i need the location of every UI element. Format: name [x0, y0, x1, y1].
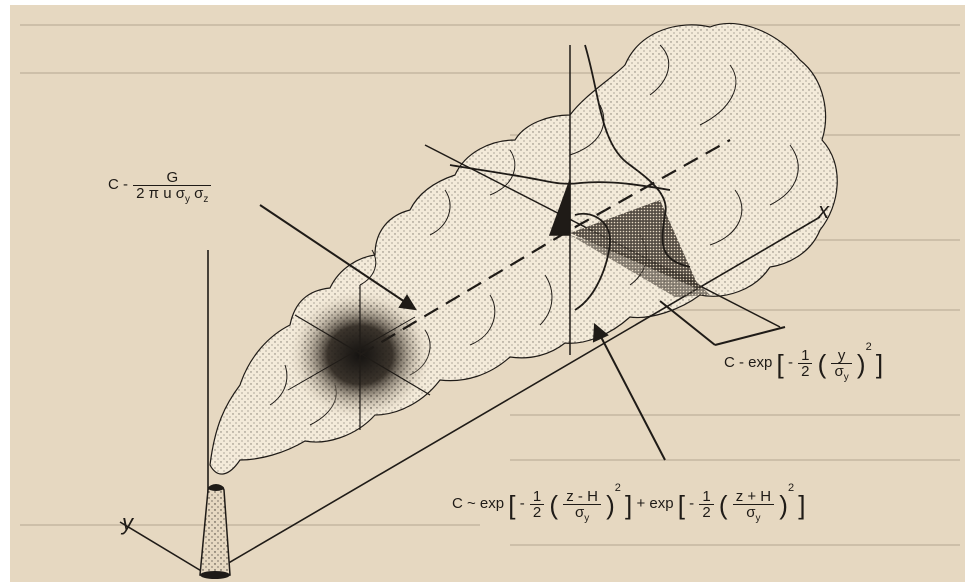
lateral-open-bracket: [: [776, 348, 784, 379]
vertical-paren-open-2: (: [718, 489, 728, 520]
centerline-sigma: σ: [194, 185, 204, 202]
lateral-paren-open: (: [817, 348, 827, 379]
centerline-fraction: G 2 π u σy σz: [133, 170, 212, 205]
smokestack: [199, 484, 231, 579]
vertical-close-bracket-2: ]: [798, 489, 806, 520]
vertical-ratio-1-num: z - H: [563, 489, 601, 505]
y-axis-label: y: [122, 510, 133, 535]
gaussian-curves: [449, 44, 691, 311]
vertical-half-2: 1 2: [699, 489, 714, 521]
lateral-half-den: 2: [801, 363, 810, 380]
vertical-half-1-den: 2: [532, 504, 542, 521]
vertical-power-1: 2: [614, 482, 621, 494]
vertical-power-2: 2: [787, 482, 795, 494]
vertical-ratio-1: z - H σy: [563, 489, 601, 524]
vertical-ratio-2-den: σy: [733, 504, 774, 524]
lateral-lhs: C - exp: [724, 354, 773, 372]
vertical-ratio-1-sigma: σ: [574, 504, 585, 521]
vertical-plus: + exp: [636, 495, 674, 513]
centerline-lhs: C -: [108, 176, 128, 194]
x-axis-label: x: [818, 198, 829, 223]
vertical-paren-close-2: ): [779, 489, 788, 520]
paper-background: x y C - G 2 π u σy σz C - exp [ - 1 2 (: [10, 5, 965, 582]
vertical-paren-close-1: ): [606, 489, 615, 520]
centerline-sub-z: z: [203, 194, 209, 205]
vertical-half-1: 1 2: [529, 489, 545, 521]
vertical-half-2-den: 2: [702, 504, 711, 521]
vertical-ratio-2-sub: y: [755, 513, 761, 524]
lateral-ratio-sigma: σ: [834, 363, 844, 380]
lateral-ratio-den: σy: [831, 363, 851, 383]
lateral-close-bracket: ]: [875, 348, 884, 379]
centerline-numerator: G: [133, 170, 212, 186]
centerline-equation: C - G 2 π u σy σz: [108, 170, 212, 205]
centerline-sub-y: y: [184, 194, 190, 205]
vertical-half-2-num: 1: [699, 489, 714, 505]
vertical-minus-2: -: [689, 495, 695, 513]
lateral-equation: C - exp [ - 1 2 ( y σy )2 ]: [724, 342, 884, 383]
vertical-ratio-2: z + H σy: [732, 489, 775, 524]
lateral-power: 2: [865, 341, 872, 353]
vertical-half-1-num: 1: [529, 489, 545, 505]
vertical-ratio-2-num: z + H: [732, 489, 775, 505]
lateral-half-num: 1: [798, 348, 813, 364]
vertical-lhs: C ~ exp: [452, 495, 505, 513]
centerline-denominator-base: 2 π u σ: [136, 185, 185, 202]
vertical-close-bracket-1: ]: [625, 489, 633, 520]
lateral-paren-close: ): [856, 348, 866, 379]
plume-centerline: [359, 139, 731, 356]
vertical-ratio-2-sigma: σ: [746, 504, 756, 521]
plume-cloud: [209, 22, 838, 475]
lateral-ratio-num: y: [831, 348, 852, 364]
lateral-ratio-sub: y: [843, 372, 849, 383]
plume-diagram: [20, 22, 960, 579]
centerline-denominator: 2 π u σy σz: [133, 185, 211, 205]
vertical-ratio-1-sub: y: [584, 513, 590, 524]
lateral-ratio: y σy: [831, 348, 852, 383]
lateral-minus: -: [787, 354, 793, 372]
pointer-arrows: [259, 204, 786, 461]
vertical-minus-1: -: [519, 495, 525, 513]
vertical-paren-open-1: (: [549, 489, 559, 520]
vertical-ratio-1-den: σy: [563, 504, 601, 524]
vertical-equation: C ~ exp [ - 1 2 ( z - H σy )2 ] + exp [ …: [452, 483, 806, 524]
vertical-open-bracket-1: [: [508, 489, 516, 520]
vertical-open-bracket-2: [: [677, 489, 685, 520]
lateral-half: 1 2: [798, 348, 813, 380]
